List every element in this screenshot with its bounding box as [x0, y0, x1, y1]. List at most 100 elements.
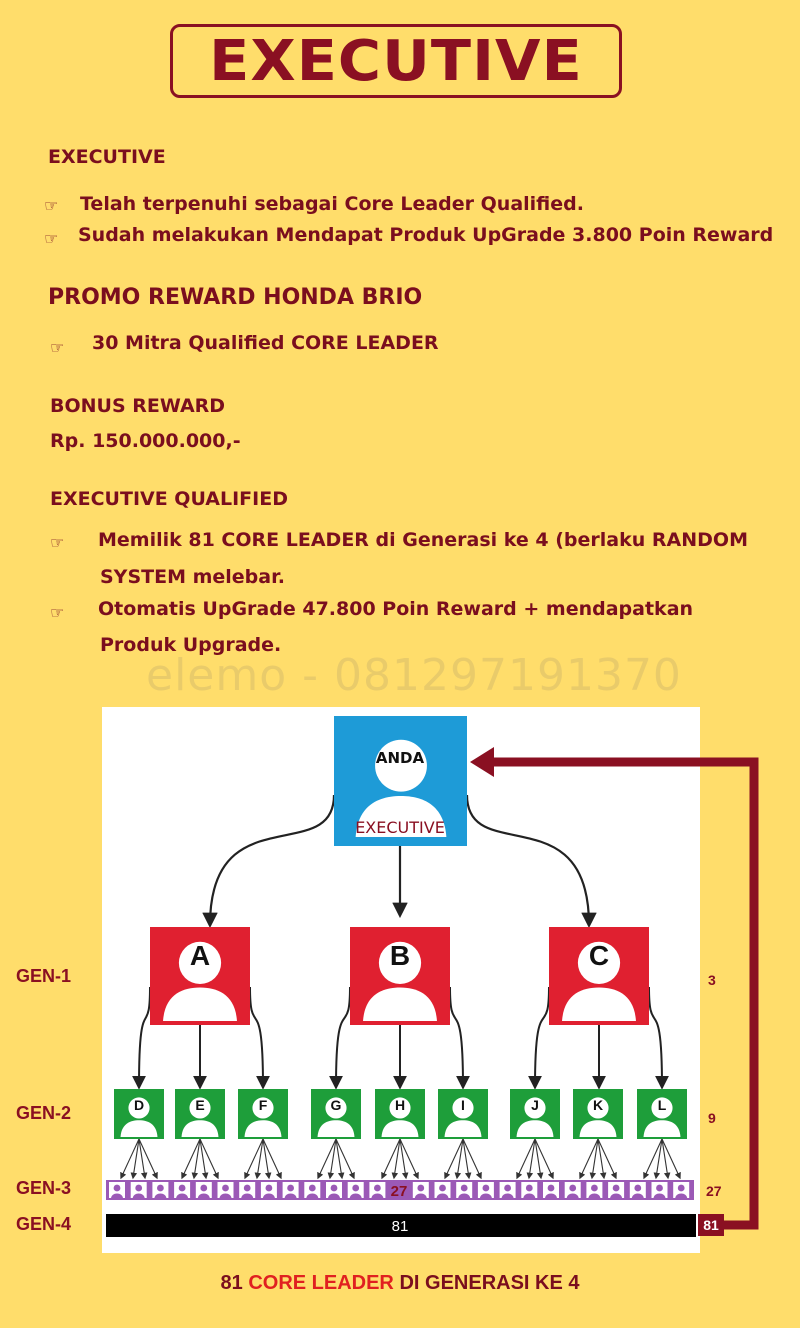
tree-link	[579, 1138, 599, 1180]
tree-link	[327, 1138, 337, 1180]
section-heading-executive: EXECUTIVE	[48, 146, 166, 168]
tree-link	[516, 1138, 536, 1180]
gen3-member-body	[349, 1193, 362, 1198]
page-title: EXECUTIVE	[209, 28, 583, 94]
bonus-value: Rp. 150.000.000,-	[50, 430, 241, 452]
tree-link	[449, 986, 470, 1090]
footer-part-1: 81	[220, 1272, 243, 1294]
tree-link	[465, 794, 597, 929]
tree-link	[262, 1138, 272, 1180]
tree-links	[120, 794, 681, 1180]
gen3-member-head	[265, 1184, 273, 1192]
gen3-member-head	[243, 1184, 251, 1192]
tree-link	[534, 1138, 554, 1180]
gen2-node-j: J	[510, 1089, 560, 1139]
gen3-member-body	[566, 1193, 579, 1198]
gen2-node-label: I	[461, 1097, 465, 1113]
root-node-title: EXECUTIVE	[355, 818, 445, 837]
promo-item-1: 30 Mitra Qualified CORE LEADER	[92, 332, 439, 354]
gen3-member-body	[458, 1193, 471, 1198]
gen1-node-label: A	[190, 940, 210, 971]
gen2-node-h: H	[375, 1089, 425, 1139]
gen2-node-label: H	[395, 1097, 405, 1113]
gen3-member-head	[547, 1184, 555, 1192]
watermark: elemo - 081297191370	[146, 650, 682, 701]
gen3-member-head	[222, 1184, 229, 1192]
gen2-node-l: L	[637, 1089, 687, 1139]
gen-3-label: GEN-3	[16, 1178, 72, 1198]
qualified-item-2-line-1: Otomatis UpGrade 47.800 Poin Reward + me…	[98, 598, 694, 620]
gen3-member-head	[157, 1184, 164, 1192]
gen3-member-body	[436, 1193, 449, 1198]
gen3-strip: 27	[106, 1180, 694, 1200]
gen2-node-label: L	[658, 1097, 667, 1113]
gen4-bar: 81	[106, 1214, 696, 1237]
executive-item-1: Telah terpenuhi sebagai Core Leader Qual…	[80, 193, 584, 215]
tree-link	[254, 1138, 264, 1180]
gen3-member-head	[634, 1184, 642, 1192]
gen3-member-body	[371, 1193, 384, 1198]
tree-link	[391, 1138, 401, 1180]
gen-3-count: 27	[706, 1183, 722, 1199]
tree-link	[444, 1138, 464, 1180]
tree-link	[526, 1138, 536, 1180]
tree-link	[191, 1138, 201, 1180]
tree-link	[138, 1138, 148, 1180]
gen3-member-body	[176, 1193, 189, 1198]
gen3-member-head	[482, 1184, 490, 1192]
gen3-member-body	[262, 1193, 275, 1198]
footer-part-3: DI GENERASI KE 4	[399, 1272, 580, 1294]
tree-link	[653, 1138, 663, 1180]
gen3-member-head	[569, 1184, 577, 1192]
tree-link	[661, 1138, 681, 1180]
bullet-icon: ☞	[50, 338, 65, 357]
gen2-node-k: K	[573, 1089, 623, 1139]
gen3-member-head	[352, 1184, 360, 1192]
tree-link	[199, 1138, 209, 1180]
gen3-member-head	[330, 1184, 338, 1192]
tree-link	[597, 1138, 617, 1180]
gen3-member-head	[439, 1184, 446, 1192]
gen2-node-g: G	[311, 1089, 361, 1139]
tree-link	[528, 986, 550, 1090]
gen3-member-body	[631, 1193, 644, 1198]
gen3-total: 27	[391, 1183, 408, 1200]
gen3-member-body	[610, 1193, 623, 1198]
tree-link	[329, 986, 351, 1090]
tree-link	[199, 1138, 219, 1180]
bullet-icon: ☞	[44, 196, 59, 215]
tree-link	[462, 1138, 482, 1180]
gen3-member-body	[111, 1193, 123, 1198]
gen1-node-label: C	[589, 940, 609, 971]
section-heading-bonus: BONUS REWARD	[50, 395, 226, 417]
gen3-member-head	[417, 1184, 425, 1192]
tree-link	[202, 794, 336, 929]
gen2-node-label: J	[531, 1097, 539, 1113]
tree-link	[643, 1138, 663, 1180]
gen3-member-body	[479, 1193, 492, 1198]
qualified-item-1-line-1: Memilik 81 CORE LEADER di Generasi ke 4 …	[98, 529, 748, 551]
gen3-member-head	[113, 1184, 121, 1192]
tree-link	[661, 1138, 671, 1180]
tree-link	[335, 1138, 345, 1180]
tree-link	[249, 986, 270, 1090]
gen3-member-body	[653, 1193, 666, 1198]
tree-link	[317, 1138, 337, 1180]
gen3-member-body	[501, 1193, 514, 1198]
tree-link	[589, 1138, 599, 1180]
gen1-node-a: A	[150, 927, 250, 1025]
gen3-member-body	[306, 1193, 319, 1198]
gen-2-count: 9	[708, 1110, 716, 1126]
gen3-member-head	[178, 1184, 186, 1192]
title-box: EXECUTIVE	[170, 24, 622, 98]
gen3-member-body	[328, 1193, 340, 1198]
gen3-member-body	[241, 1193, 254, 1198]
gen2-node-label: E	[195, 1097, 204, 1113]
qualified-item-1-line-2: SYSTEM melebar.	[100, 566, 285, 588]
tree-link	[181, 1138, 201, 1180]
tree-link	[120, 1138, 140, 1180]
